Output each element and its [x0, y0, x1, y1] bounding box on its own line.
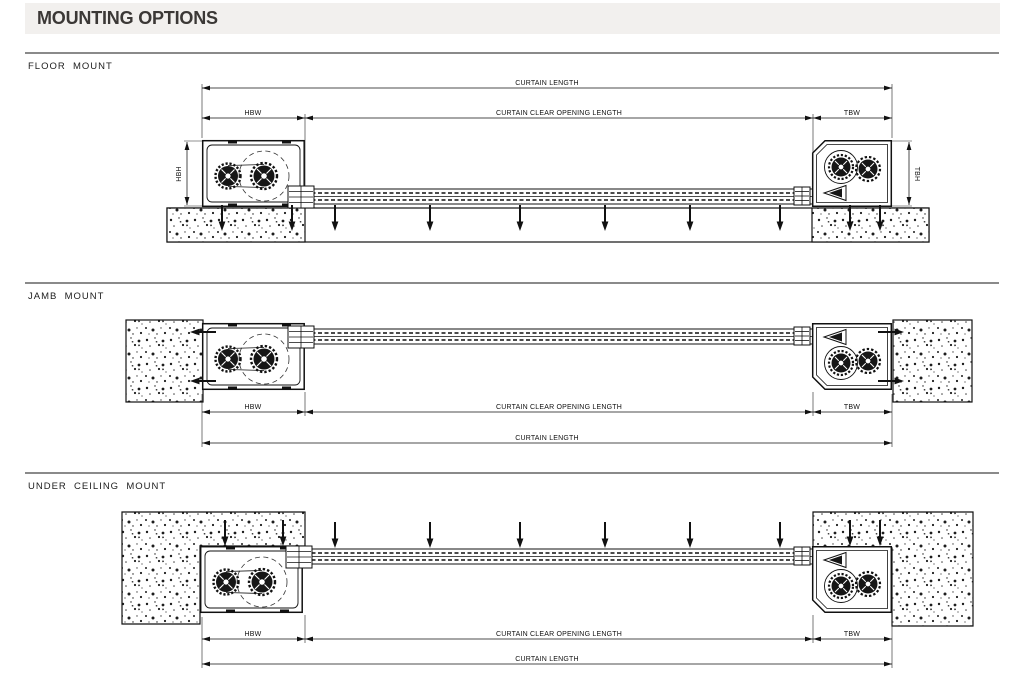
dim-label-hbw: HBW: [245, 404, 262, 411]
dim-label-tbh: TBH: [913, 167, 920, 182]
section-label-under-ceiling-mount: UNDER CEILING MOUNT: [28, 481, 167, 492]
section-label-jamb-mount: JAMB MOUNT: [28, 291, 105, 302]
tension-box: [811, 322, 893, 391]
dimensions: CURTAIN LENGTH HBW CURTAIN CLEAR OPENING…: [176, 80, 920, 207]
page-title: MOUNTING OPTIONS: [37, 8, 218, 28]
track-connector-right: [793, 546, 811, 566]
header-bar: MOUNTING OPTIONS: [25, 3, 1000, 34]
track-connector-left: [287, 325, 315, 349]
dim-label-clear-opening: CURTAIN CLEAR OPENING LENGTH: [496, 631, 622, 638]
jamb-wall-right: [892, 319, 973, 403]
track-connector-left: [287, 185, 315, 209]
dim-label-tbw: TBW: [844, 110, 860, 117]
dim-label-hbh: HBH: [176, 166, 183, 181]
jamb-wall-left: [125, 319, 204, 403]
dim-label-curtain-length: CURTAIN LENGTH: [515, 80, 579, 87]
floor-slab: [166, 207, 930, 243]
curtain-track: [304, 328, 814, 345]
dim-label-curtain-length: CURTAIN LENGTH: [515, 656, 579, 663]
anchor-arrows: [220, 519, 885, 549]
section-divider: [25, 52, 999, 54]
dim-label-tbw: TBW: [844, 631, 860, 638]
dim-label-clear-opening: CURTAIN CLEAR OPENING LENGTH: [496, 110, 622, 117]
track-connector-right: [793, 326, 811, 346]
tension-box: [811, 139, 893, 208]
section-divider: [25, 282, 999, 284]
dim-label-hbw: HBW: [245, 631, 262, 638]
curtain-track: [304, 548, 814, 565]
track-connector-right: [793, 186, 811, 206]
dim-label-tbw: TBW: [844, 404, 860, 411]
concrete-base-left: [166, 207, 306, 243]
track-connector-left: [285, 545, 313, 569]
dimensions: HBW CURTAIN CLEAR OPENING LENGTH TBW CUR…: [201, 615, 893, 668]
jamb-mount-drawing: HBW CURTAIN CLEAR OPENING LENGTH TBW CUR…: [125, 319, 973, 447]
curtain-track: [304, 188, 814, 205]
concrete-base-right: [811, 207, 930, 243]
dim-label-clear-opening: CURTAIN CLEAR OPENING LENGTH: [496, 404, 622, 411]
floor-mount-drawing: CURTAIN LENGTH HBW CURTAIN CLEAR OPENING…: [166, 80, 930, 243]
section-divider: [25, 472, 999, 474]
tension-box: [811, 545, 893, 614]
dimensions: HBW CURTAIN CLEAR OPENING LENGTH TBW CUR…: [201, 392, 893, 447]
dim-label-hbw: HBW: [245, 110, 262, 117]
section-label-floor-mount: FLOOR MOUNT: [28, 61, 113, 72]
dim-label-curtain-length: CURTAIN LENGTH: [515, 435, 579, 442]
under-ceiling-mount-drawing: HBW CURTAIN CLEAR OPENING LENGTH TBW CUR…: [121, 511, 974, 668]
